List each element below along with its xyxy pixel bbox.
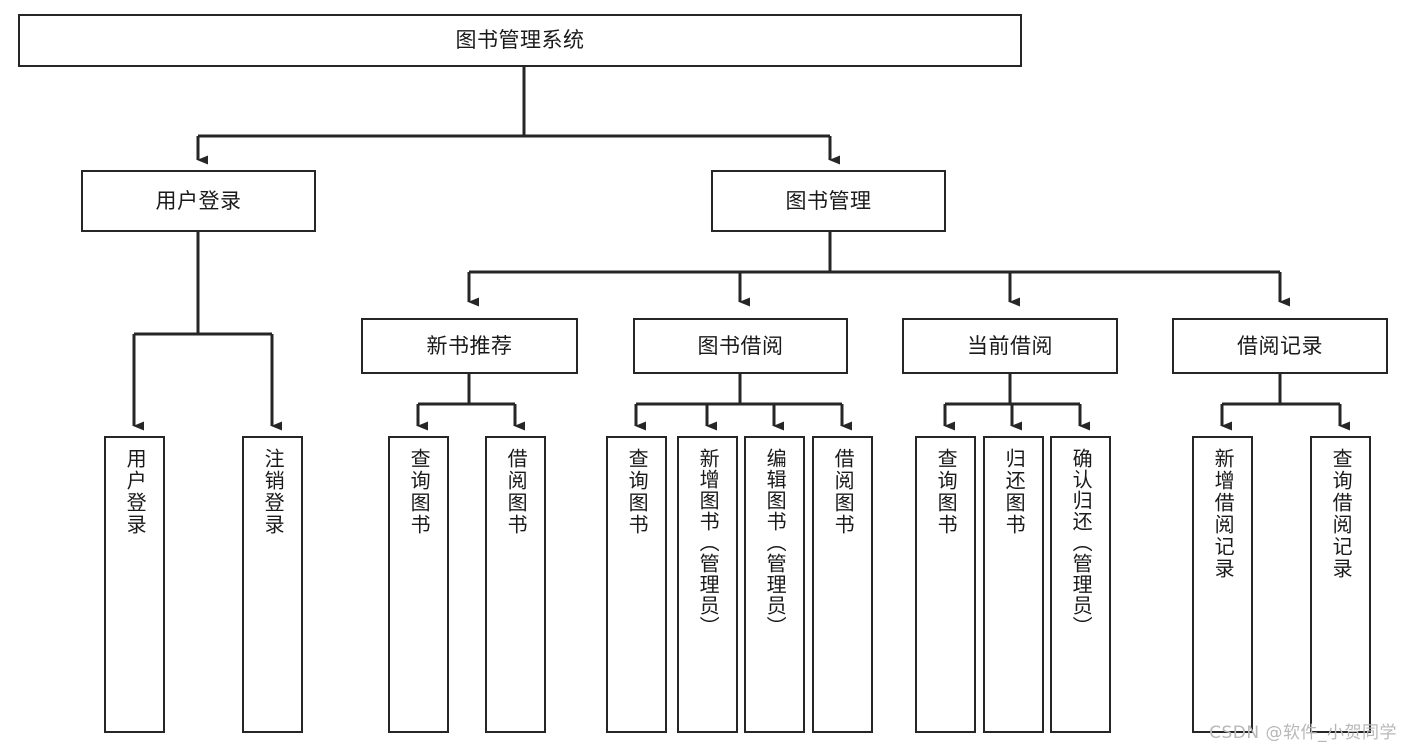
- node-leaf-add-record[interactable]: 新增借阅记录: [1192, 436, 1253, 733]
- node-leaf-logout[interactable]: 注销登录: [242, 436, 303, 733]
- node-borrow-record-label: 借阅记录: [1237, 333, 1323, 358]
- node-leaf-borrow-book-1-label: 借阅图书: [504, 448, 529, 536]
- node-leaf-edit-book-label: 编辑图书（管理员）: [763, 448, 788, 637]
- node-leaf-borrow-book-2[interactable]: 借阅图书: [812, 436, 873, 733]
- node-new-book-recommend-label: 新书推荐: [426, 333, 513, 358]
- node-leaf-return-book-label: 归还图书: [1002, 448, 1027, 536]
- node-leaf-query-book-3-label: 查询图书: [934, 448, 959, 536]
- node-root-label: 图书管理系统: [455, 28, 585, 53]
- node-leaf-query-book-2[interactable]: 查询图书: [606, 436, 667, 733]
- node-borrow-record[interactable]: 借阅记录: [1172, 318, 1388, 374]
- node-current-borrow-label: 当前借阅: [967, 333, 1053, 358]
- node-leaf-edit-book[interactable]: 编辑图书（管理员）: [744, 436, 805, 733]
- node-leaf-user-login-label: 用户登录: [123, 448, 148, 536]
- watermark-text: CSDN @软件_小贺同学: [1209, 723, 1397, 743]
- node-leaf-query-book-2-label: 查询图书: [625, 448, 650, 536]
- node-leaf-query-record-label: 查询借阅记录: [1329, 448, 1354, 580]
- node-leaf-return-book[interactable]: 归还图书: [983, 436, 1044, 733]
- node-leaf-confirm-return[interactable]: 确认归还（管理员）: [1050, 436, 1111, 733]
- node-user-login[interactable]: 用户登录: [81, 170, 316, 232]
- node-leaf-add-book-label: 新增图书（管理员）: [696, 448, 721, 637]
- node-leaf-borrow-book-2-label: 借阅图书: [831, 448, 856, 536]
- node-leaf-logout-label: 注销登录: [261, 448, 286, 536]
- node-current-borrow[interactable]: 当前借阅: [902, 318, 1118, 374]
- node-new-book-recommend[interactable]: 新书推荐: [361, 318, 578, 374]
- node-book-borrow[interactable]: 图书借阅: [633, 318, 848, 374]
- node-leaf-add-record-label: 新增借阅记录: [1211, 448, 1236, 580]
- node-leaf-query-book-3[interactable]: 查询图书: [915, 436, 976, 733]
- node-leaf-add-book[interactable]: 新增图书（管理员）: [677, 436, 738, 733]
- node-book-manage[interactable]: 图书管理: [711, 170, 946, 232]
- node-leaf-query-book-1-label: 查询图书: [407, 448, 432, 536]
- node-leaf-query-record[interactable]: 查询借阅记录: [1310, 436, 1371, 733]
- node-leaf-borrow-book-1[interactable]: 借阅图书: [485, 436, 546, 733]
- node-book-manage-label: 图书管理: [785, 188, 872, 213]
- node-leaf-user-login[interactable]: 用户登录: [104, 436, 165, 733]
- node-root[interactable]: 图书管理系统: [18, 14, 1022, 67]
- node-leaf-query-book-1[interactable]: 查询图书: [388, 436, 449, 733]
- node-leaf-confirm-return-label: 确认归还（管理员）: [1069, 448, 1094, 637]
- node-book-borrow-label: 图书借阅: [697, 333, 784, 358]
- node-user-login-label: 用户登录: [155, 188, 242, 213]
